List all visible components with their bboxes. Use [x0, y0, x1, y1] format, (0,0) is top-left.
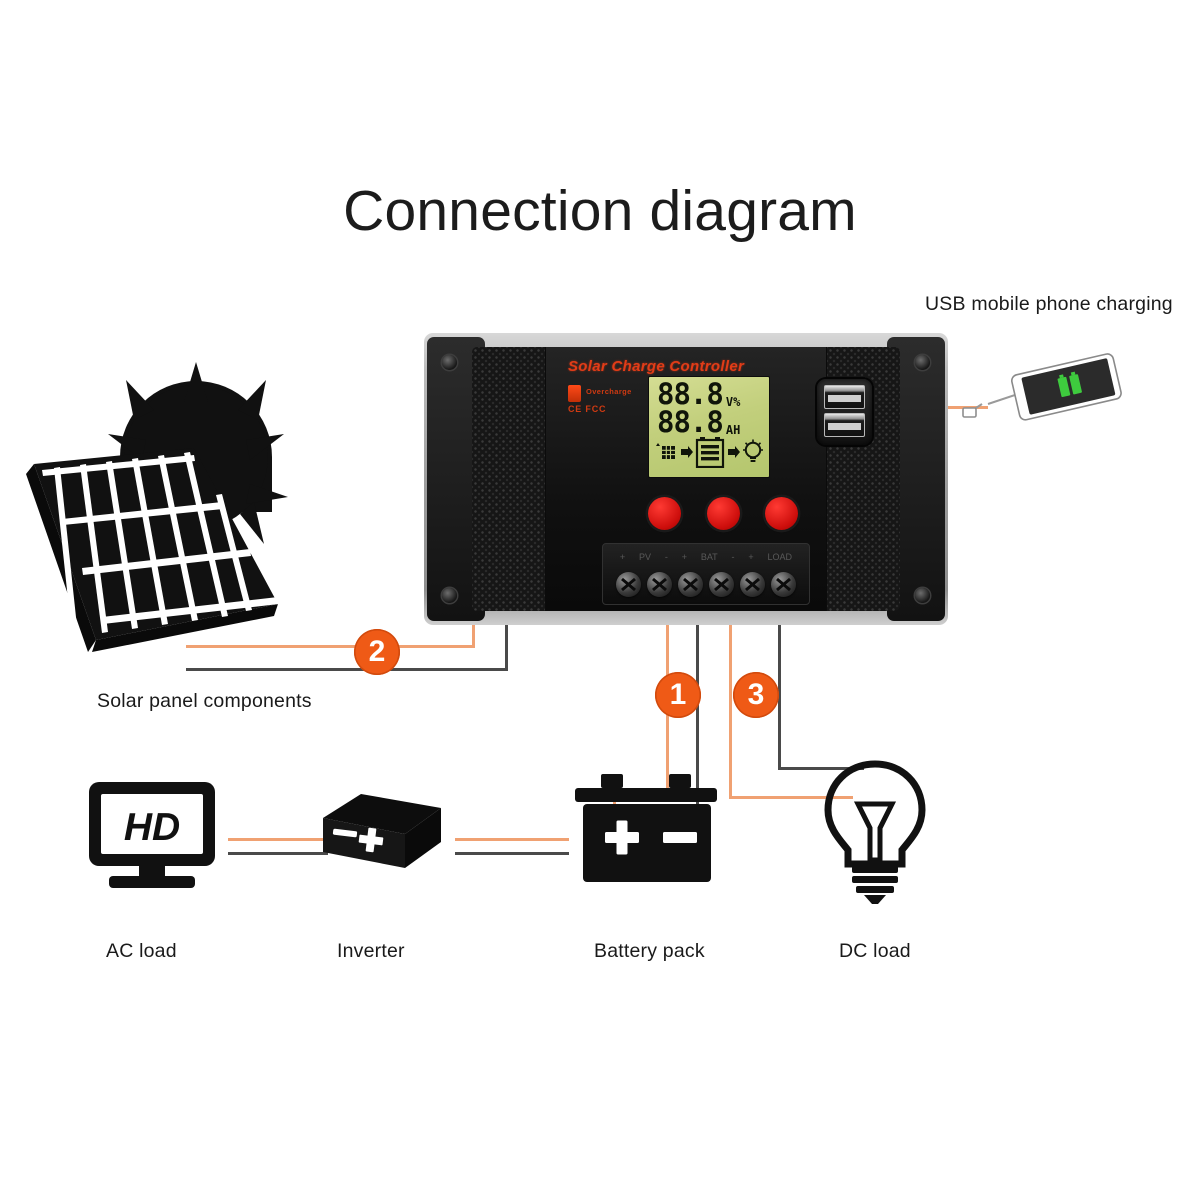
wire-dcload-negative-riser [778, 625, 781, 770]
terminal-glyph-bat-negative: - [731, 551, 735, 562]
controller-brand-text: Solar Charge Controller [568, 358, 745, 375]
lcd-solar-panel-icon [654, 440, 678, 469]
wire-inverter-to-ac-positive [228, 838, 328, 841]
inverter-caption: Inverter [337, 940, 405, 962]
wire-inverter-to-ac-negative [228, 852, 328, 855]
step-marker-3: 3 [733, 672, 779, 718]
terminal-glyph-row: + PV - + BAT - + LOAD [613, 549, 799, 564]
terminal-glyph-load-positive: + [748, 551, 754, 562]
lcd-icon-row [654, 435, 764, 473]
terminal-glyph-load: LOAD [767, 551, 792, 562]
dc-load-caption: DC load [839, 940, 911, 962]
terminal-screw-pv-negative[interactable] [647, 571, 672, 597]
lcd-arrow-right-icon-right [727, 445, 740, 463]
terminal-glyph-bat: BAT [700, 551, 718, 562]
usb-slot-top[interactable] [824, 385, 865, 409]
terminal-glyph-bat-positive: + [681, 551, 687, 562]
terminal-screw-battery-positive[interactable] [678, 571, 703, 597]
usb-slot-bottom[interactable] [824, 413, 865, 437]
lcd-value-bottom: 88.8 [657, 405, 724, 439]
solar-charge-controller: Solar Charge Controller Overcharge CE FC… [424, 333, 948, 625]
step-marker-2-label: 2 [368, 635, 386, 668]
wire-dcload-positive-riser [729, 625, 732, 799]
svg-text:HD: HD [124, 806, 180, 849]
lcd-light-bulb-icon [742, 439, 764, 470]
controller-faceplate: Solar Charge Controller Overcharge CE FC… [472, 347, 900, 611]
mounting-screw-bottom-right [915, 588, 930, 603]
terminal-screw-row [613, 568, 799, 600]
battery-pack-caption: Battery pack [594, 940, 705, 962]
step-marker-1-label: 1 [669, 678, 687, 711]
wire-solar-positive [186, 645, 475, 648]
status-led-icon [568, 385, 581, 402]
solar-panel-caption: Solar panel components [97, 690, 312, 712]
usb-port[interactable] [817, 379, 872, 445]
lcd-unit-top: V% [725, 394, 741, 409]
lcd-value-top: 88.8 [657, 377, 724, 411]
wire-solar-positive-riser [472, 625, 475, 648]
heatsink-mesh-left [472, 347, 546, 611]
battery-pack-icon [565, 772, 725, 890]
lcd-arrow-right-icon-left [680, 445, 693, 463]
status-led-label: Overcharge [586, 387, 632, 396]
terminal-glyph-pv-positive: + [619, 551, 626, 562]
wire-battery-to-inverter-negative [455, 852, 569, 855]
mounting-screw-top-left [442, 355, 457, 370]
terminal-glyph-pv-negative: - [664, 551, 668, 562]
button-row [648, 497, 798, 530]
wire-dcload-positive-run [729, 796, 853, 799]
mounting-screw-bottom-left [442, 588, 457, 603]
terminal-glyph-pv: PV [639, 551, 652, 562]
controller-button-right[interactable] [765, 497, 798, 530]
dc-load-bulb-icon [820, 760, 930, 905]
wire-battery-negative-riser [696, 625, 699, 821]
terminal-screw-pv-positive[interactable] [616, 571, 641, 597]
terminal-block: + PV - + BAT - + LOAD [602, 543, 810, 605]
inverter-icon [315, 790, 445, 878]
usb-charging-caption: USB mobile phone charging [925, 293, 1173, 315]
step-marker-3-label: 3 [747, 678, 765, 711]
wire-battery-to-inverter-positive [455, 838, 569, 841]
step-marker-1: 1 [655, 672, 701, 718]
terminal-screw-load-negative[interactable] [771, 571, 796, 597]
wire-solar-negative-riser [505, 625, 508, 671]
controller-button-middle[interactable] [706, 497, 740, 530]
solar-panel-icon [26, 352, 326, 672]
lcd-battery-icon [695, 436, 725, 473]
terminal-screw-battery-negative[interactable] [709, 571, 734, 597]
controller-button-left[interactable] [648, 497, 681, 530]
terminal-screw-load-positive[interactable] [740, 571, 765, 597]
wire-solar-negative [186, 668, 508, 671]
page-title: Connection diagram [343, 179, 857, 243]
wire-dcload-negative-run [778, 767, 864, 770]
ac-load-tv-icon: HD [85, 778, 225, 896]
step-marker-2: 2 [354, 629, 400, 675]
lcd-unit-bottom: AH [725, 422, 741, 437]
certification-label: CE FCC [568, 404, 607, 414]
smartphone-charging-illustration [962, 352, 1127, 430]
ac-load-caption: AC load [106, 940, 177, 962]
mounting-screw-top-right [915, 355, 930, 370]
lcd-display: 88.8 V% 88.8 AH [648, 376, 770, 478]
